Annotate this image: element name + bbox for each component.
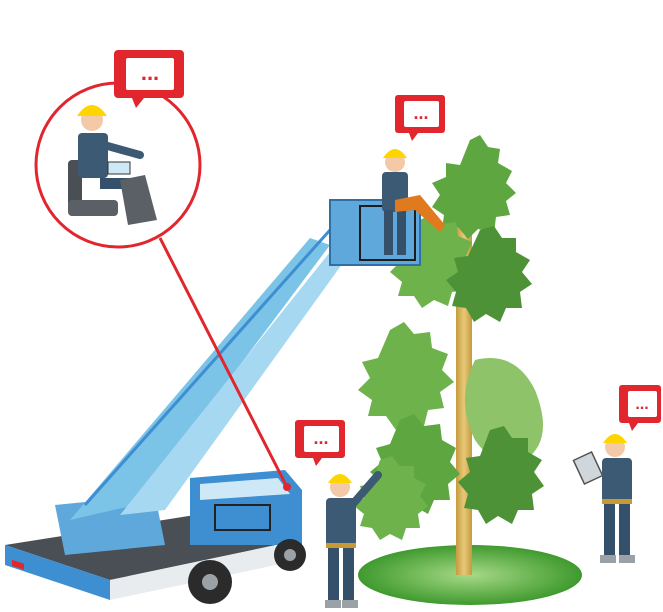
speech-bubble-text: ...	[413, 103, 428, 123]
tree-foliage	[358, 322, 454, 430]
tree-foliage	[465, 358, 543, 463]
worker-arm	[348, 471, 382, 509]
worker-leg	[619, 504, 630, 556]
worker-body	[326, 498, 356, 546]
ground-worker	[325, 471, 382, 608]
truck-windshield	[200, 478, 290, 500]
tree-foliage	[446, 226, 532, 322]
truck-bed-side	[5, 545, 110, 600]
truck-wheel-hub	[284, 549, 296, 561]
tree-foliage	[458, 426, 544, 524]
worker-leg	[100, 178, 135, 189]
operator-seat-base	[68, 200, 118, 216]
basket-worker	[382, 149, 445, 255]
speech-bubble-basket-worker: ...	[395, 95, 445, 141]
control-console	[120, 175, 157, 225]
truck-wheel-hub	[202, 574, 218, 590]
bucket-truck	[5, 199, 421, 604]
truck-grille	[214, 504, 271, 531]
worker-belt	[326, 543, 356, 548]
helmet-icon	[603, 434, 627, 443]
worker-body	[602, 458, 632, 503]
speech-bubble-text: ...	[141, 60, 159, 85]
helmet-icon	[328, 474, 352, 483]
boom-upper	[120, 252, 345, 515]
tree-foliage	[432, 135, 516, 239]
boom-cable	[83, 229, 332, 506]
worker-body	[78, 133, 108, 178]
worker-leg	[343, 548, 354, 603]
worker-boot	[325, 600, 341, 608]
chainsaw-icon	[395, 195, 445, 232]
speech-bubble-text: ...	[313, 428, 328, 448]
worker-boot	[600, 555, 616, 563]
worker-leg	[604, 504, 615, 556]
worker-leg	[384, 210, 393, 255]
worker-boot	[342, 600, 358, 608]
callout-pointer-line	[158, 237, 289, 488]
speech-bubble-operator: ...	[114, 50, 184, 108]
tree-foliage	[354, 456, 428, 540]
control-panel	[107, 161, 131, 175]
supervisor-worker	[572, 434, 635, 563]
speech-bubble-text: ...	[635, 396, 648, 413]
worker-boot	[619, 555, 635, 563]
speech-bubble-supervisor: ...	[619, 385, 661, 431]
tablet-icon	[572, 450, 604, 486]
seated-operator	[68, 105, 157, 225]
helmet-icon	[383, 149, 407, 158]
truck-tail-light	[12, 559, 24, 570]
helmet-icon	[77, 105, 107, 116]
worker-belt	[602, 499, 632, 504]
worker-leg	[328, 548, 339, 603]
worker-leg	[397, 210, 406, 255]
speech-bubble-ground-worker: ...	[295, 420, 345, 466]
worker-arm	[100, 141, 144, 159]
